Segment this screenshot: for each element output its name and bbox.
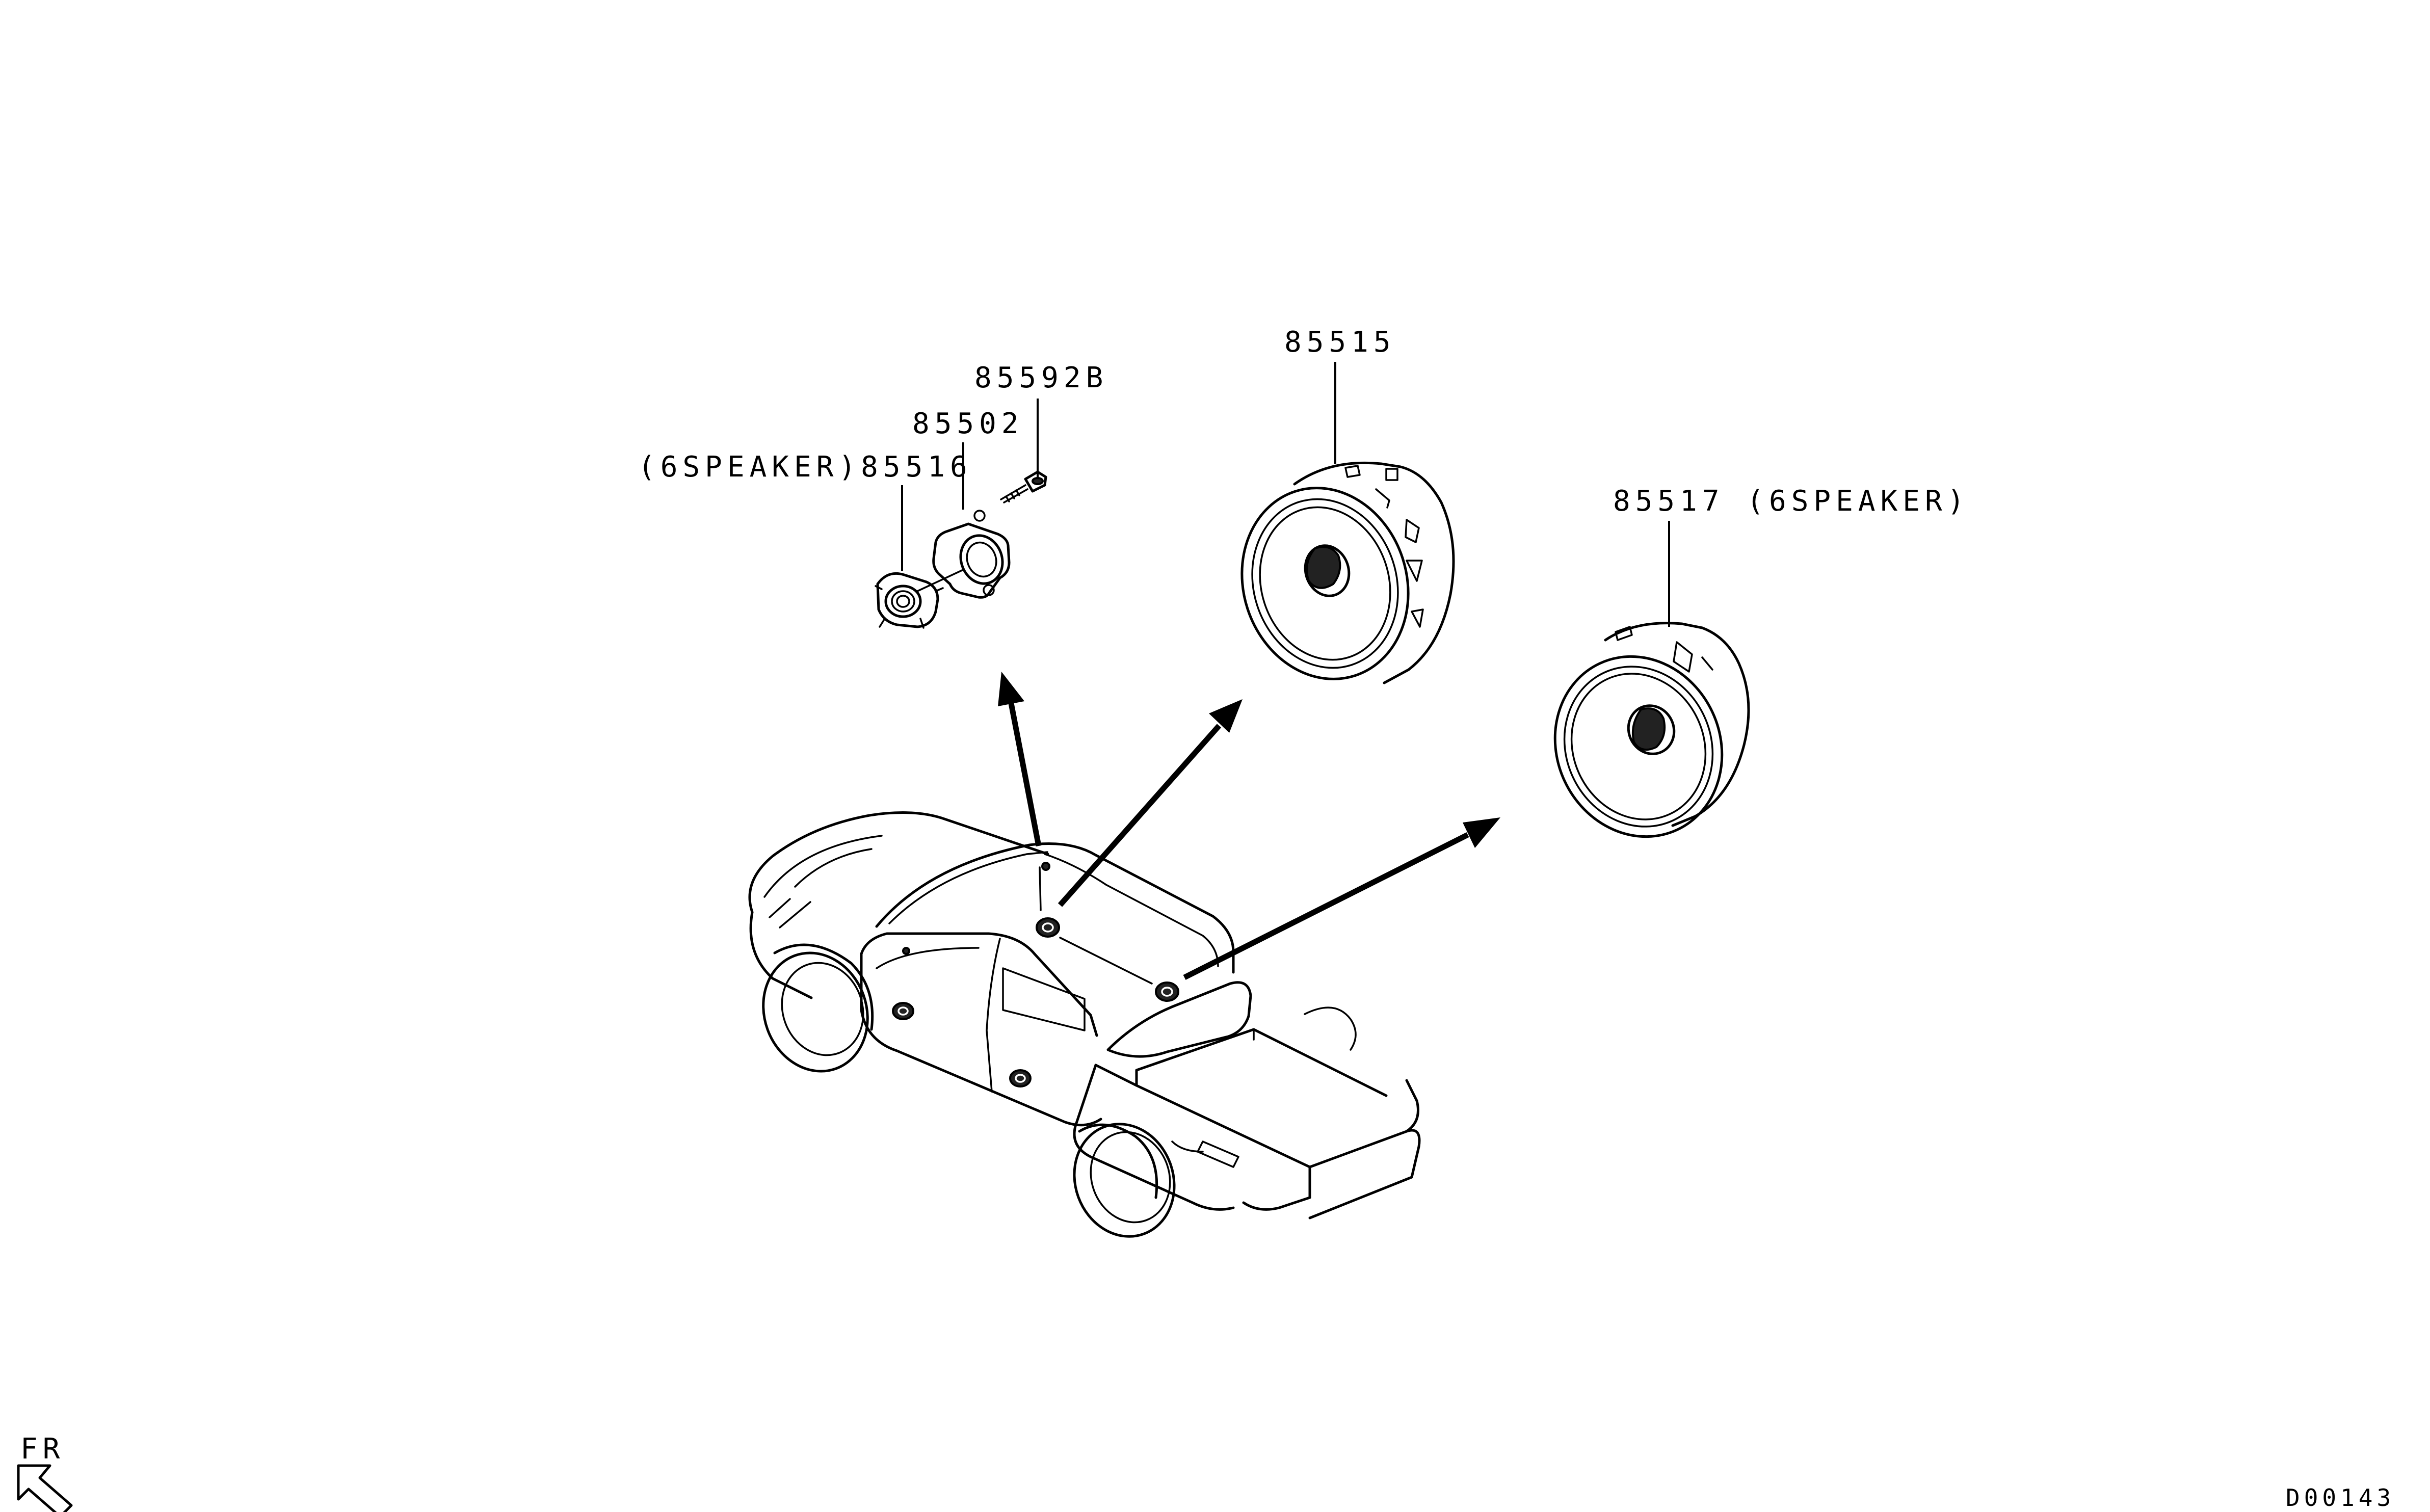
label-85502: 85502 [912,407,1024,440]
label-85516: (6SPEAKER)85516 [638,450,972,484]
pickup-truck-illustration [748,811,1421,1238]
front-direction-arrow-icon [17,1464,73,1512]
tweeter-part [875,572,944,629]
leader-lines [901,362,1670,627]
location-arrows [998,672,1500,980]
label-85517: 85517 (6SPEAKER) [1613,485,1969,518]
front-speaker-part [1240,461,1455,684]
tweeter-bracket-part [916,510,1011,599]
label-85592b: 85592B [974,361,1108,394]
diagram-code: D00143 [2286,1484,2395,1511]
rear-speaker-part [1553,622,1750,838]
screw-part [1000,470,1047,503]
label-fr: FR [20,1433,65,1466]
label-85515: 85515 [1284,326,1396,359]
